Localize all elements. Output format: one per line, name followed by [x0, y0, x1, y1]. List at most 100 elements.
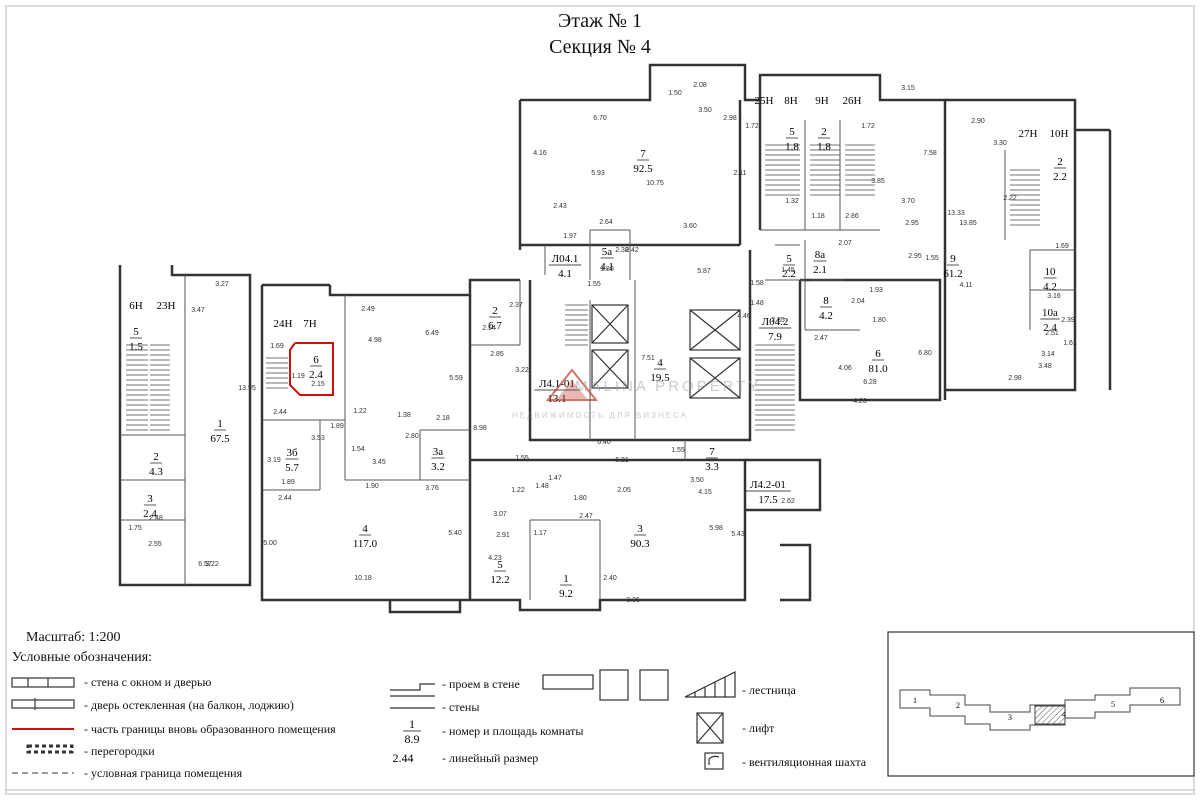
dimension-value: 13.95	[238, 385, 256, 392]
dimension-value: 1.89	[281, 479, 295, 486]
dimension-value: 5.59	[449, 375, 463, 382]
dimension-value: 3.60	[683, 223, 697, 230]
room-area: 2.4	[143, 508, 157, 520]
room-label: 3а3.2	[431, 446, 445, 473]
room-number: 5	[133, 326, 139, 338]
floor-title: Этаж № 1	[558, 10, 642, 32]
dimension-value: 1.80	[573, 495, 587, 502]
dimension-value: 4.06	[838, 365, 852, 372]
dimension-value: 1.89	[330, 423, 344, 430]
dimension-value: 1.17	[533, 530, 547, 537]
dimension-value: 2.98	[1008, 375, 1022, 382]
legend-elevator: - лифт	[742, 721, 775, 735]
dimension-value: 2.54	[482, 325, 496, 332]
key-plan-section: 4	[1062, 710, 1066, 719]
section-title: Секция № 4	[549, 36, 651, 58]
dimension-value: 6.28	[863, 379, 877, 386]
room-number: 3б	[286, 447, 298, 459]
entry-label: 8Н	[784, 95, 798, 107]
room-area: 4.3	[149, 466, 163, 478]
room-number: 2	[153, 451, 159, 463]
dimension-value: 3.47	[191, 307, 205, 314]
dimension-value: 2.08	[693, 82, 707, 89]
room-label: Л04.27.9	[758, 316, 792, 343]
dimension-value: 2.44	[273, 409, 287, 416]
room-number: 3	[147, 493, 153, 505]
dimension-value: 1.22	[353, 408, 367, 415]
room-area: 67.5	[210, 433, 230, 445]
room-area: 2.4	[1043, 322, 1057, 334]
legend-ventilation-shaft: - вентиляционная шахта	[742, 755, 867, 769]
room-label: 62.4	[309, 354, 323, 381]
entry-label: 26Н	[843, 95, 862, 107]
dimension-value: 2.18	[436, 415, 450, 422]
dimension-value: 2.95	[905, 220, 919, 227]
dimension-value: 4.98	[368, 337, 382, 344]
key-plan-section: 1	[913, 696, 917, 705]
room-label: 512.2	[490, 559, 509, 586]
legend-wall-window-door: - стена с окном и дверью	[84, 675, 212, 689]
room-label: 32.4	[143, 493, 157, 520]
legend-walls: - стены	[442, 700, 480, 714]
dimension-value: 2.37	[509, 302, 523, 309]
room-number: 5	[497, 559, 503, 571]
legend-sample-num: 1	[409, 717, 415, 731]
dimension-value: 7.51	[641, 355, 655, 362]
dimension-value: 2.42	[625, 247, 639, 254]
legend-staircase: - лестница	[742, 683, 796, 697]
room-number: 5	[786, 253, 792, 265]
new-room-boundary	[289, 342, 334, 396]
legend-sample-area: 8.9	[405, 732, 420, 746]
room-label: 51.5	[129, 326, 143, 353]
dimension-value: 3.07	[493, 511, 507, 518]
legend-linear-dimension: - линейный размер	[442, 751, 539, 765]
entry-label: 27Н	[1019, 128, 1038, 140]
stairs	[126, 144, 1040, 431]
key-plan-section: 5	[1111, 700, 1115, 709]
dimension-value: 2.05	[617, 487, 631, 494]
dimension-value: 2.15	[311, 381, 325, 388]
room-number: 2	[821, 126, 827, 138]
dimension-value: 4.11	[959, 282, 972, 289]
entry-label: 23Н	[157, 300, 176, 312]
dimension-value: 2.51	[1045, 330, 1059, 337]
key-plan	[899, 687, 1181, 731]
room-area: 17.5	[758, 494, 778, 506]
dimension-value: 2.98	[723, 115, 737, 122]
legend-glazed-door: - дверь остекленная (на балкон, лоджию)	[84, 698, 294, 712]
watermark-logo	[545, 368, 599, 401]
dimension-value: 6.40	[597, 439, 611, 446]
dimension-value: 1.93	[869, 287, 883, 294]
room-area: 19.5	[650, 372, 670, 384]
dimension-value: 2.49	[361, 306, 375, 313]
dimension-value: 2.11	[733, 170, 746, 177]
room-number: 7	[709, 446, 715, 458]
room-label: 681.0	[868, 348, 888, 375]
dimension-value: 3.50	[690, 477, 704, 484]
entry-label: 6Н	[129, 300, 143, 312]
dimension-value: 6.57	[198, 561, 212, 568]
room-number: 9	[950, 253, 956, 265]
room-label: 390.3	[630, 523, 650, 550]
dimension-value: 3.27	[215, 281, 229, 288]
room-number: 2	[1057, 156, 1063, 168]
room-label: 52.2	[782, 253, 796, 280]
room-number: 8	[823, 295, 829, 307]
dimension-value: 3.53	[311, 435, 325, 442]
dimension-value: 6.80	[918, 350, 932, 357]
dimension-value: 2.04	[851, 298, 865, 305]
room-label: 5а4.1	[600, 246, 614, 273]
room-number: 3а	[433, 446, 444, 458]
scale-label: Масштаб: 1:200	[26, 630, 121, 645]
dimension-value: 1.32	[785, 198, 799, 205]
room-label: 24.3	[149, 451, 163, 478]
room-area: 90.3	[630, 538, 650, 550]
dimension-value: 10.75	[646, 180, 664, 187]
dimension-value: 1.48	[750, 300, 764, 307]
dimension-value: 2.47	[579, 513, 593, 520]
room-number: Л04.1	[552, 253, 579, 265]
dimension-value: 2.90	[971, 118, 985, 125]
entry-label: 25Н	[755, 95, 774, 107]
room-area: 12.2	[490, 574, 509, 586]
